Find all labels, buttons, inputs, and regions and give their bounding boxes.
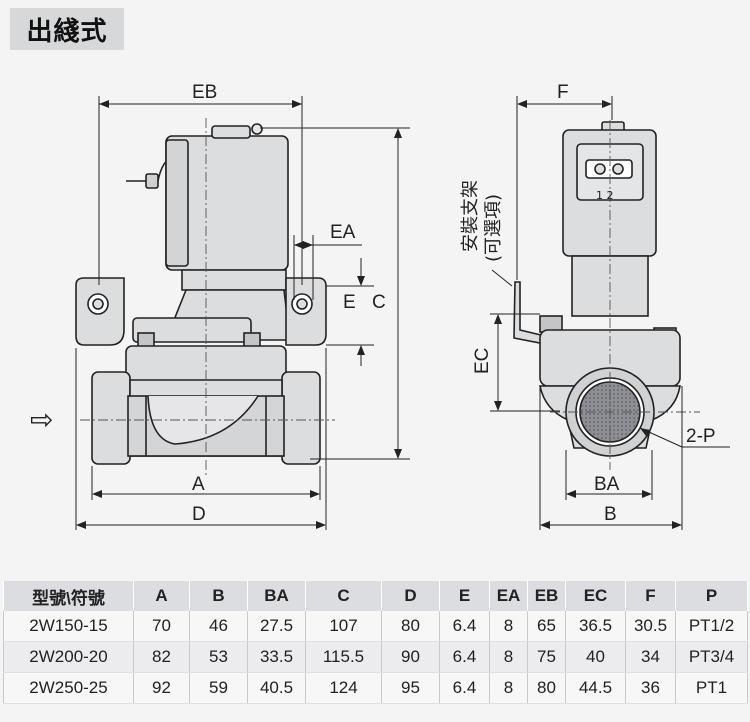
table-cell: PT3/4	[675, 641, 748, 673]
table-cell: 92	[133, 672, 190, 704]
header-b: B	[189, 581, 248, 611]
header-p: P	[675, 581, 748, 611]
label-e: E	[343, 292, 356, 313]
table-row: 2W150-15 70 46 27.5 107 80 6.4 8 65 36.5…	[3, 611, 748, 642]
mount-note: 安裝支架	[460, 180, 481, 252]
table-row: 2W250-25 92 59 40.5 124 95 6.4 8 80 44.5…	[3, 672, 748, 704]
header-ec: EC	[565, 581, 626, 611]
header-model: 型號\符號	[3, 581, 134, 611]
table-cell: 90	[381, 641, 440, 673]
label-ba: BA	[594, 474, 620, 495]
table-cell: 65	[527, 611, 566, 642]
label-a: A	[192, 474, 205, 495]
table-row: 2W200-20 82 53 33.5 115.5 90 6.4 8 75 40…	[3, 641, 748, 673]
table-cell: 8	[489, 641, 528, 673]
table-cell: PT1	[675, 672, 748, 704]
spec-table: 型號\符號 A B BA C D E EA EB EC F P 2W150-15…	[3, 581, 748, 704]
mount-note-paren: (可選項)	[483, 194, 504, 262]
valve-drawing: ⇨ EB EA E C A D	[30, 82, 730, 530]
label-d: D	[192, 504, 206, 525]
table-cell: 46	[189, 611, 248, 642]
terminal-labels: 1 2	[596, 189, 614, 202]
side-view	[513, 121, 681, 457]
label-ec: EC	[472, 348, 493, 374]
table-cell: 80	[381, 611, 440, 642]
table-cell: 36.5	[565, 611, 626, 642]
header-a: A	[133, 581, 190, 611]
table-cell: 124	[305, 672, 382, 704]
table-cell: 80	[527, 672, 566, 704]
table-cell: 34	[625, 641, 676, 673]
side-dimensions	[490, 96, 730, 530]
table-cell: 36	[625, 672, 676, 704]
header-eb: EB	[527, 581, 566, 611]
table-cell: 8	[489, 672, 528, 704]
table-cell: 33.5	[247, 641, 306, 673]
table-cell: 40.5	[247, 672, 306, 704]
header-ba: BA	[247, 581, 306, 611]
header-f: F	[625, 581, 676, 611]
header-ea: EA	[489, 581, 528, 611]
label-2p: 2-P	[686, 426, 716, 447]
table-cell: 6.4	[439, 672, 490, 704]
label-eb: EB	[192, 82, 217, 103]
table-cell: 107	[305, 611, 382, 642]
header-c: C	[305, 581, 382, 611]
table-cell: 82	[133, 641, 190, 673]
table-cell: 2W200-20	[3, 641, 134, 673]
table-cell: 115.5	[305, 641, 382, 673]
front-view	[75, 123, 327, 465]
table-cell: 27.5	[247, 611, 306, 642]
flow-arrow-icon: ⇨	[30, 403, 53, 436]
side-arrowheads	[494, 100, 682, 529]
label-ea: EA	[330, 222, 356, 243]
table-cell: 70	[133, 611, 190, 642]
table-cell: 2W150-15	[3, 611, 134, 642]
table-cell: 95	[381, 672, 440, 704]
label-f: F	[557, 82, 569, 103]
table-cell: 53	[189, 641, 248, 673]
table-cell: 2W250-25	[3, 672, 134, 704]
table-cell: 59	[189, 672, 248, 704]
table-cell: 6.4	[439, 611, 490, 642]
table-cell: 8	[489, 611, 528, 642]
table-cell: 30.5	[625, 611, 676, 642]
table-cell: 75	[527, 641, 566, 673]
side-centerlines	[550, 120, 700, 470]
front-centerlines	[80, 118, 335, 475]
table-cell: 40	[565, 641, 626, 673]
table-cell: 6.4	[439, 641, 490, 673]
table-header-row: 型號\符號 A B BA C D E EA EB EC F P	[3, 581, 748, 611]
front-arrowheads	[76, 100, 402, 529]
page-title: 出綫式	[10, 8, 124, 50]
label-c: C	[372, 292, 386, 313]
header-d: D	[381, 581, 440, 611]
front-dimensions	[75, 96, 410, 530]
table-cell: 44.5	[565, 672, 626, 704]
spec-table-wrap: 型號\符號 A B BA C D E EA EB EC F P 2W150-15…	[3, 581, 748, 704]
header-e: E	[439, 581, 490, 611]
table-cell: PT1/2	[675, 611, 748, 642]
label-b: B	[604, 504, 617, 525]
